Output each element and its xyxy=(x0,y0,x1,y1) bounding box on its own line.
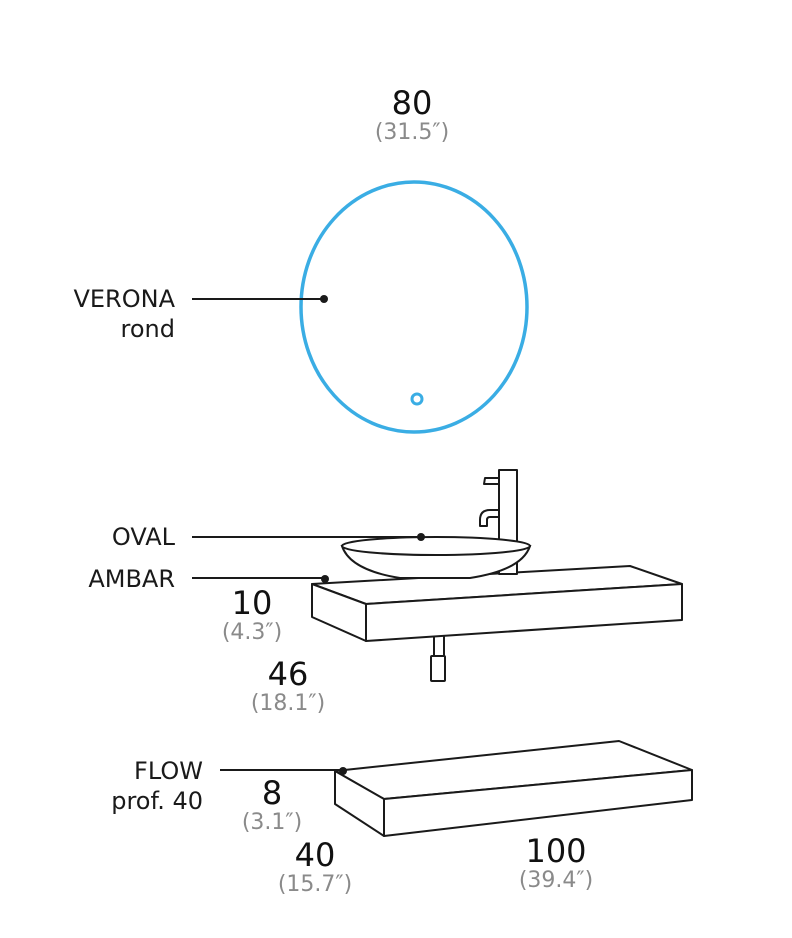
dimension-value: 10 xyxy=(231,584,273,622)
dimension-mirror-width: 80 (31.5″) xyxy=(342,86,482,146)
dimension-inches: (18.1″) xyxy=(250,691,326,716)
flow-label-line2: prof. 40 xyxy=(111,787,203,815)
dimension-value: 8 xyxy=(261,774,283,812)
verona-label-line1: VERONA xyxy=(73,285,175,313)
dimension-value: 40 xyxy=(294,836,336,874)
flow-shelf xyxy=(334,740,693,837)
dimension-value: 100 xyxy=(525,832,587,870)
dimension-inches: (3.1″) xyxy=(241,810,303,835)
dimension-flow-height: 8 (3.1″) xyxy=(202,776,342,836)
verona-label-line2: rond xyxy=(120,315,175,343)
dimension-value: 46 xyxy=(267,655,309,693)
dimension-ambar-depth: 46 (18.1″) xyxy=(218,657,358,717)
drain-pipe xyxy=(430,631,446,682)
ambar-shelf xyxy=(311,565,683,642)
dimension-ambar-height: 10 (4.3″) xyxy=(182,586,322,646)
verona-label: VERONA rond xyxy=(73,284,175,344)
dimension-inches: (39.4″) xyxy=(518,868,594,893)
flow-leader-dot xyxy=(339,767,347,775)
verona-mirror xyxy=(299,180,529,434)
flow-label: FLOW prof. 40 xyxy=(111,756,203,816)
ambar-leader-dot xyxy=(321,575,329,583)
mirror-touch-sensor-icon xyxy=(410,392,424,406)
dimension-inches: (15.7″) xyxy=(277,872,353,897)
verona-leader-dot xyxy=(320,295,328,303)
dimension-inches: (31.5″) xyxy=(374,120,450,145)
ambar-label: AMBAR xyxy=(88,565,175,593)
dimension-inches: (4.3″) xyxy=(221,620,283,645)
oval-label: OVAL xyxy=(111,523,175,551)
dimension-flow-depth: 40 (15.7″) xyxy=(245,838,385,898)
oval-leader-dot xyxy=(417,533,425,541)
flow-label-line1: FLOW xyxy=(134,757,203,785)
dimension-flow-width: 100 (39.4″) xyxy=(486,834,626,894)
oval-basin xyxy=(340,536,532,579)
dimension-value: 80 xyxy=(391,84,433,122)
